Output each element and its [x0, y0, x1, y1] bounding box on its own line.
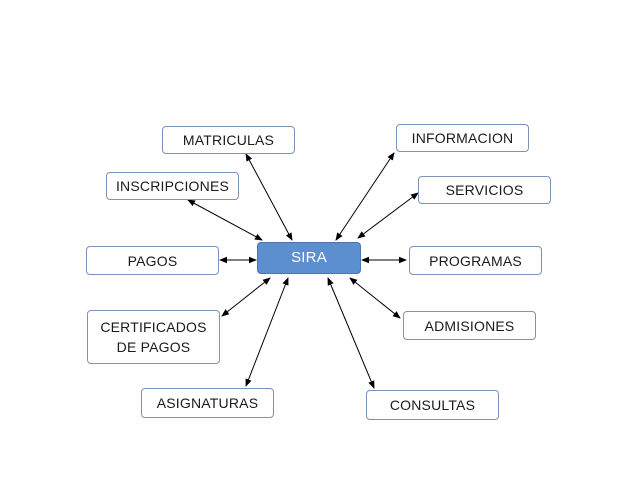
node-informacion-label: INFORMACION [411, 130, 514, 146]
node-servicios-label: SERVICIOS [445, 182, 524, 198]
node-pagos: PAGOS [86, 246, 219, 275]
node-certificados-line2: DE PAGOS [116, 339, 191, 355]
node-programas: PROGRAMAS [409, 246, 542, 275]
connector-consultas [327, 277, 375, 389]
node-asignaturas-label: ASIGNATURAS [156, 395, 259, 411]
connector-servicios [357, 192, 419, 239]
node-admisiones: ADMISIONES [403, 311, 536, 340]
node-asignaturas: ASIGNATURAS [141, 388, 274, 418]
node-consultas-label: CONSULTAS [389, 397, 476, 413]
node-inscripciones-label: INSCRIPCIONES [115, 178, 230, 194]
node-consultas: CONSULTAS [366, 390, 499, 420]
node-admisiones-label: ADMISIONES [424, 317, 515, 334]
node-matriculas: MATRICULAS [162, 126, 295, 154]
connector-informacion [335, 152, 395, 241]
connector-admisiones [349, 277, 401, 319]
connector-matriculas [245, 153, 293, 241]
node-inscripciones: INSCRIPCIONES [106, 172, 239, 200]
central-node-label: SIRA [291, 249, 327, 266]
connector-asignaturas [245, 277, 289, 387]
node-informacion: INFORMACION [396, 124, 529, 152]
node-servicios: SERVICIOS [418, 176, 551, 204]
node-certificados-line1: CERTIFICADOS [100, 319, 207, 335]
node-certificados-de-pagos: CERTIFICADOS DE PAGOS [87, 310, 220, 364]
connector-certificados [221, 277, 271, 317]
node-pagos-label: PAGOS [127, 252, 178, 269]
node-programas-label: PROGRAMAS [429, 252, 522, 269]
node-matriculas-label: MATRICULAS [182, 132, 275, 148]
central-node-sira: SIRA [257, 242, 361, 274]
connector-inscripciones [187, 199, 263, 241]
